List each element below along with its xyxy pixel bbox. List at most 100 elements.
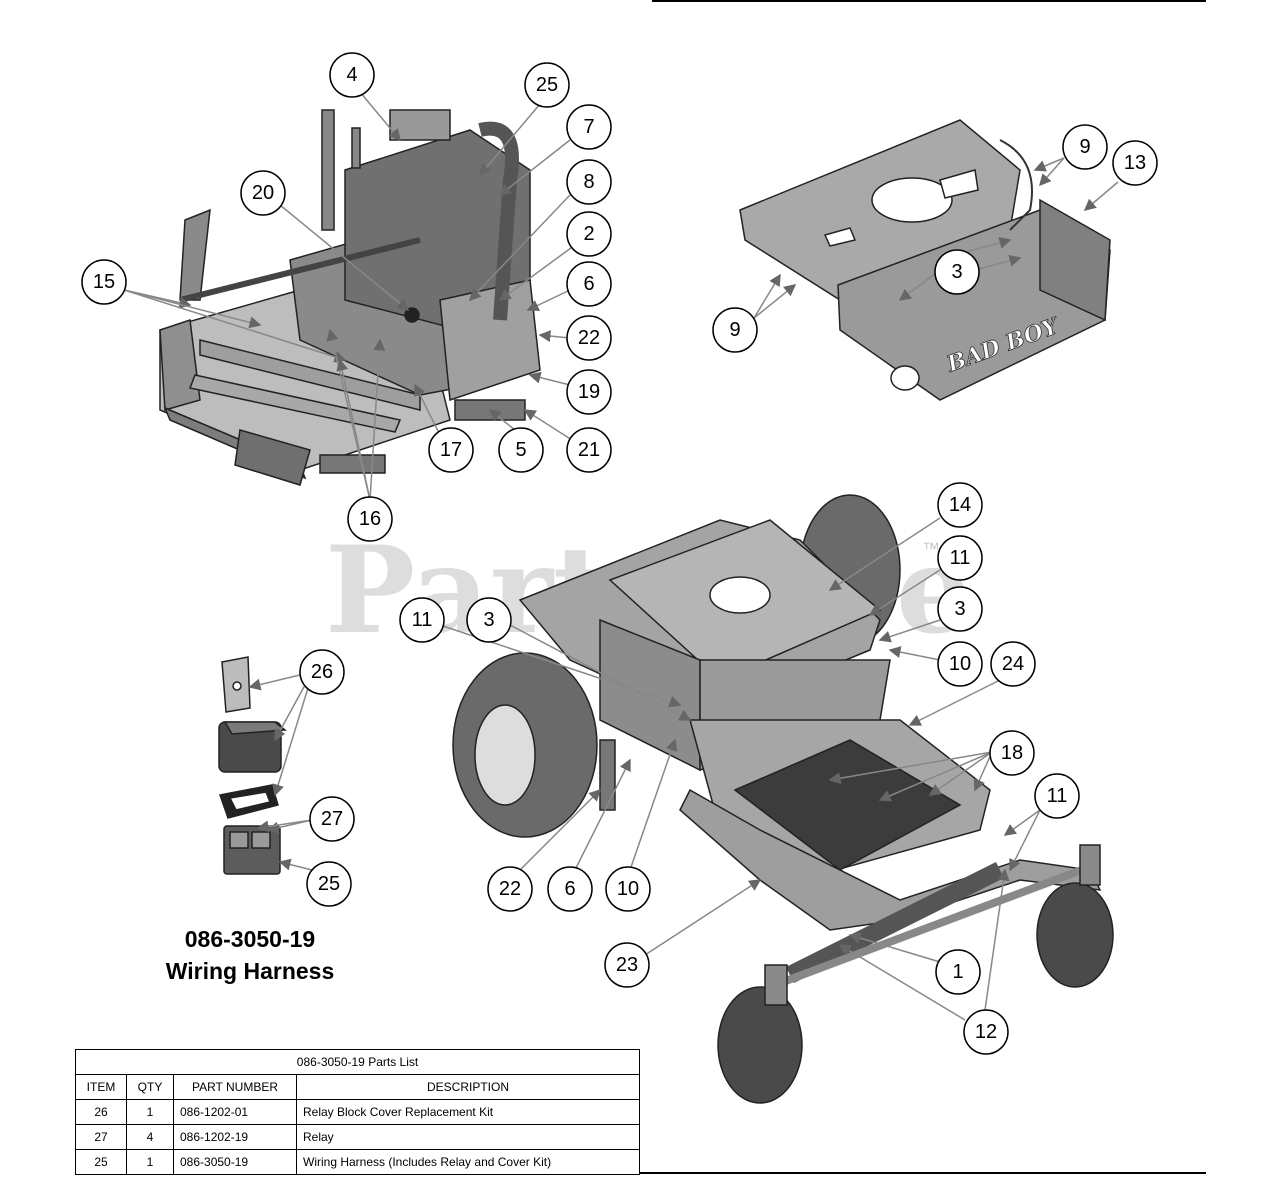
callout-circle	[1062, 124, 1108, 170]
callout-22: 22	[566, 315, 612, 361]
callout-9: 9	[1062, 124, 1108, 170]
callout-number: 3	[951, 261, 962, 283]
callout-3: 3	[937, 586, 983, 632]
cell-description: Relay	[296, 1124, 640, 1150]
callout-circle	[399, 597, 445, 643]
callout-circle	[937, 535, 983, 581]
callout-1: 1	[935, 949, 981, 995]
callout-number: 19	[578, 381, 600, 403]
cell-item: 25	[75, 1149, 127, 1175]
callout-number: 23	[616, 954, 638, 976]
callout-number: 7	[583, 116, 594, 138]
callout-number: 25	[536, 74, 558, 96]
table-row: 26 1 086-1202-01 Relay Block Cover Repla…	[75, 1099, 640, 1125]
callout-circle	[605, 866, 651, 912]
callout-22: 22	[487, 866, 533, 912]
callout-circle	[566, 104, 612, 150]
table-row: 25 1 086-3050-19 Wiring Harness (Include…	[75, 1149, 640, 1175]
callout-circle	[299, 649, 345, 695]
callout-number: 5	[515, 439, 526, 461]
callout-11: 11	[937, 535, 983, 581]
callout-number: 6	[583, 273, 594, 295]
callout-number: 21	[578, 439, 600, 461]
callout-circle	[937, 641, 983, 687]
callout-number: 11	[1047, 785, 1068, 807]
callout-25: 25	[306, 861, 352, 907]
cell-description: Wiring Harness (Includes Relay and Cover…	[296, 1149, 640, 1175]
cell-qty: 1	[126, 1149, 174, 1175]
callout-number: 6	[564, 878, 575, 900]
callout-circle	[566, 261, 612, 307]
callout-circle	[989, 730, 1035, 776]
callout-circle	[937, 482, 983, 528]
callout-circle	[566, 427, 612, 473]
callout-number: 25	[318, 873, 340, 895]
callout-circle	[712, 307, 758, 353]
callout-circle	[428, 427, 474, 473]
callout-23: 23	[604, 942, 650, 988]
parts-list-table: 086-3050-19 Parts List ITEM QTY PART NUM…	[75, 1049, 640, 1175]
callout-number: 10	[949, 653, 971, 675]
subassembly-title: Wiring Harness	[165, 958, 335, 984]
subassembly-heading: 086-3050-19 Wiring Harness	[130, 923, 370, 987]
table-row: 27 4 086-1202-19 Relay	[75, 1124, 640, 1150]
callout-16: 16	[347, 496, 393, 542]
col-part-number: PART NUMBER	[173, 1074, 297, 1100]
cell-part-number: 086-1202-01	[173, 1099, 297, 1125]
callout-9: 9	[712, 307, 758, 353]
callout-circle	[309, 796, 355, 842]
cell-item: 27	[75, 1124, 127, 1150]
callout-number: 13	[1124, 152, 1146, 174]
callout-number: 22	[499, 878, 521, 900]
callout-number: 1	[952, 961, 963, 983]
callout-circle	[566, 211, 612, 257]
callout-number: 15	[93, 271, 115, 293]
callout-circle	[547, 866, 593, 912]
callout-12: 12	[963, 1009, 1009, 1055]
callout-13: 13	[1112, 140, 1158, 186]
callout-number: 14	[949, 494, 971, 516]
table-header-row: ITEM QTY PART NUMBER DESCRIPTION	[75, 1074, 640, 1100]
callout-circle	[487, 866, 533, 912]
callout-24: 24	[990, 641, 1036, 687]
top-rule	[652, 0, 1206, 2]
callout-14: 14	[937, 482, 983, 528]
callout-number: 3	[954, 598, 965, 620]
frame-assembly-illustration	[159, 109, 541, 486]
callout-19: 19	[566, 369, 612, 415]
cell-description: Relay Block Cover Replacement Kit	[296, 1099, 640, 1125]
callout-6: 6	[547, 866, 593, 912]
callout-circle	[240, 170, 286, 216]
relay-harness-illustration	[218, 656, 287, 875]
callout-circle	[81, 259, 127, 305]
callout-number: 9	[729, 319, 740, 341]
callout-20: 20	[240, 170, 286, 216]
callout-25: 25	[524, 62, 570, 108]
callout-circle	[1112, 140, 1158, 186]
callout-27: 27	[309, 796, 355, 842]
callout-number: 16	[359, 508, 381, 530]
callout-circle	[524, 62, 570, 108]
callout-circle	[963, 1009, 1009, 1055]
callout-number: 18	[1001, 742, 1023, 764]
callout-circle	[935, 949, 981, 995]
callout-3: 3	[934, 249, 980, 295]
callout-circle	[990, 641, 1036, 687]
cell-part-number: 086-1202-19	[173, 1124, 297, 1150]
callout-18: 18	[989, 730, 1035, 776]
col-item: ITEM	[75, 1074, 127, 1100]
subassembly-part-number: 086-3050-19	[184, 926, 316, 952]
callout-11: 11	[399, 597, 445, 643]
chassis-illustration	[452, 494, 1114, 1104]
callout-number: 11	[950, 547, 971, 569]
callout-number: 27	[321, 808, 343, 830]
seat-pan-illustration	[739, 119, 1111, 401]
callout-circle	[934, 249, 980, 295]
callout-number: 10	[617, 878, 639, 900]
callout-circle	[1034, 773, 1080, 819]
svg-text:™: ™	[922, 539, 940, 559]
cell-part-number: 086-3050-19	[173, 1149, 297, 1175]
callout-circle	[566, 315, 612, 361]
